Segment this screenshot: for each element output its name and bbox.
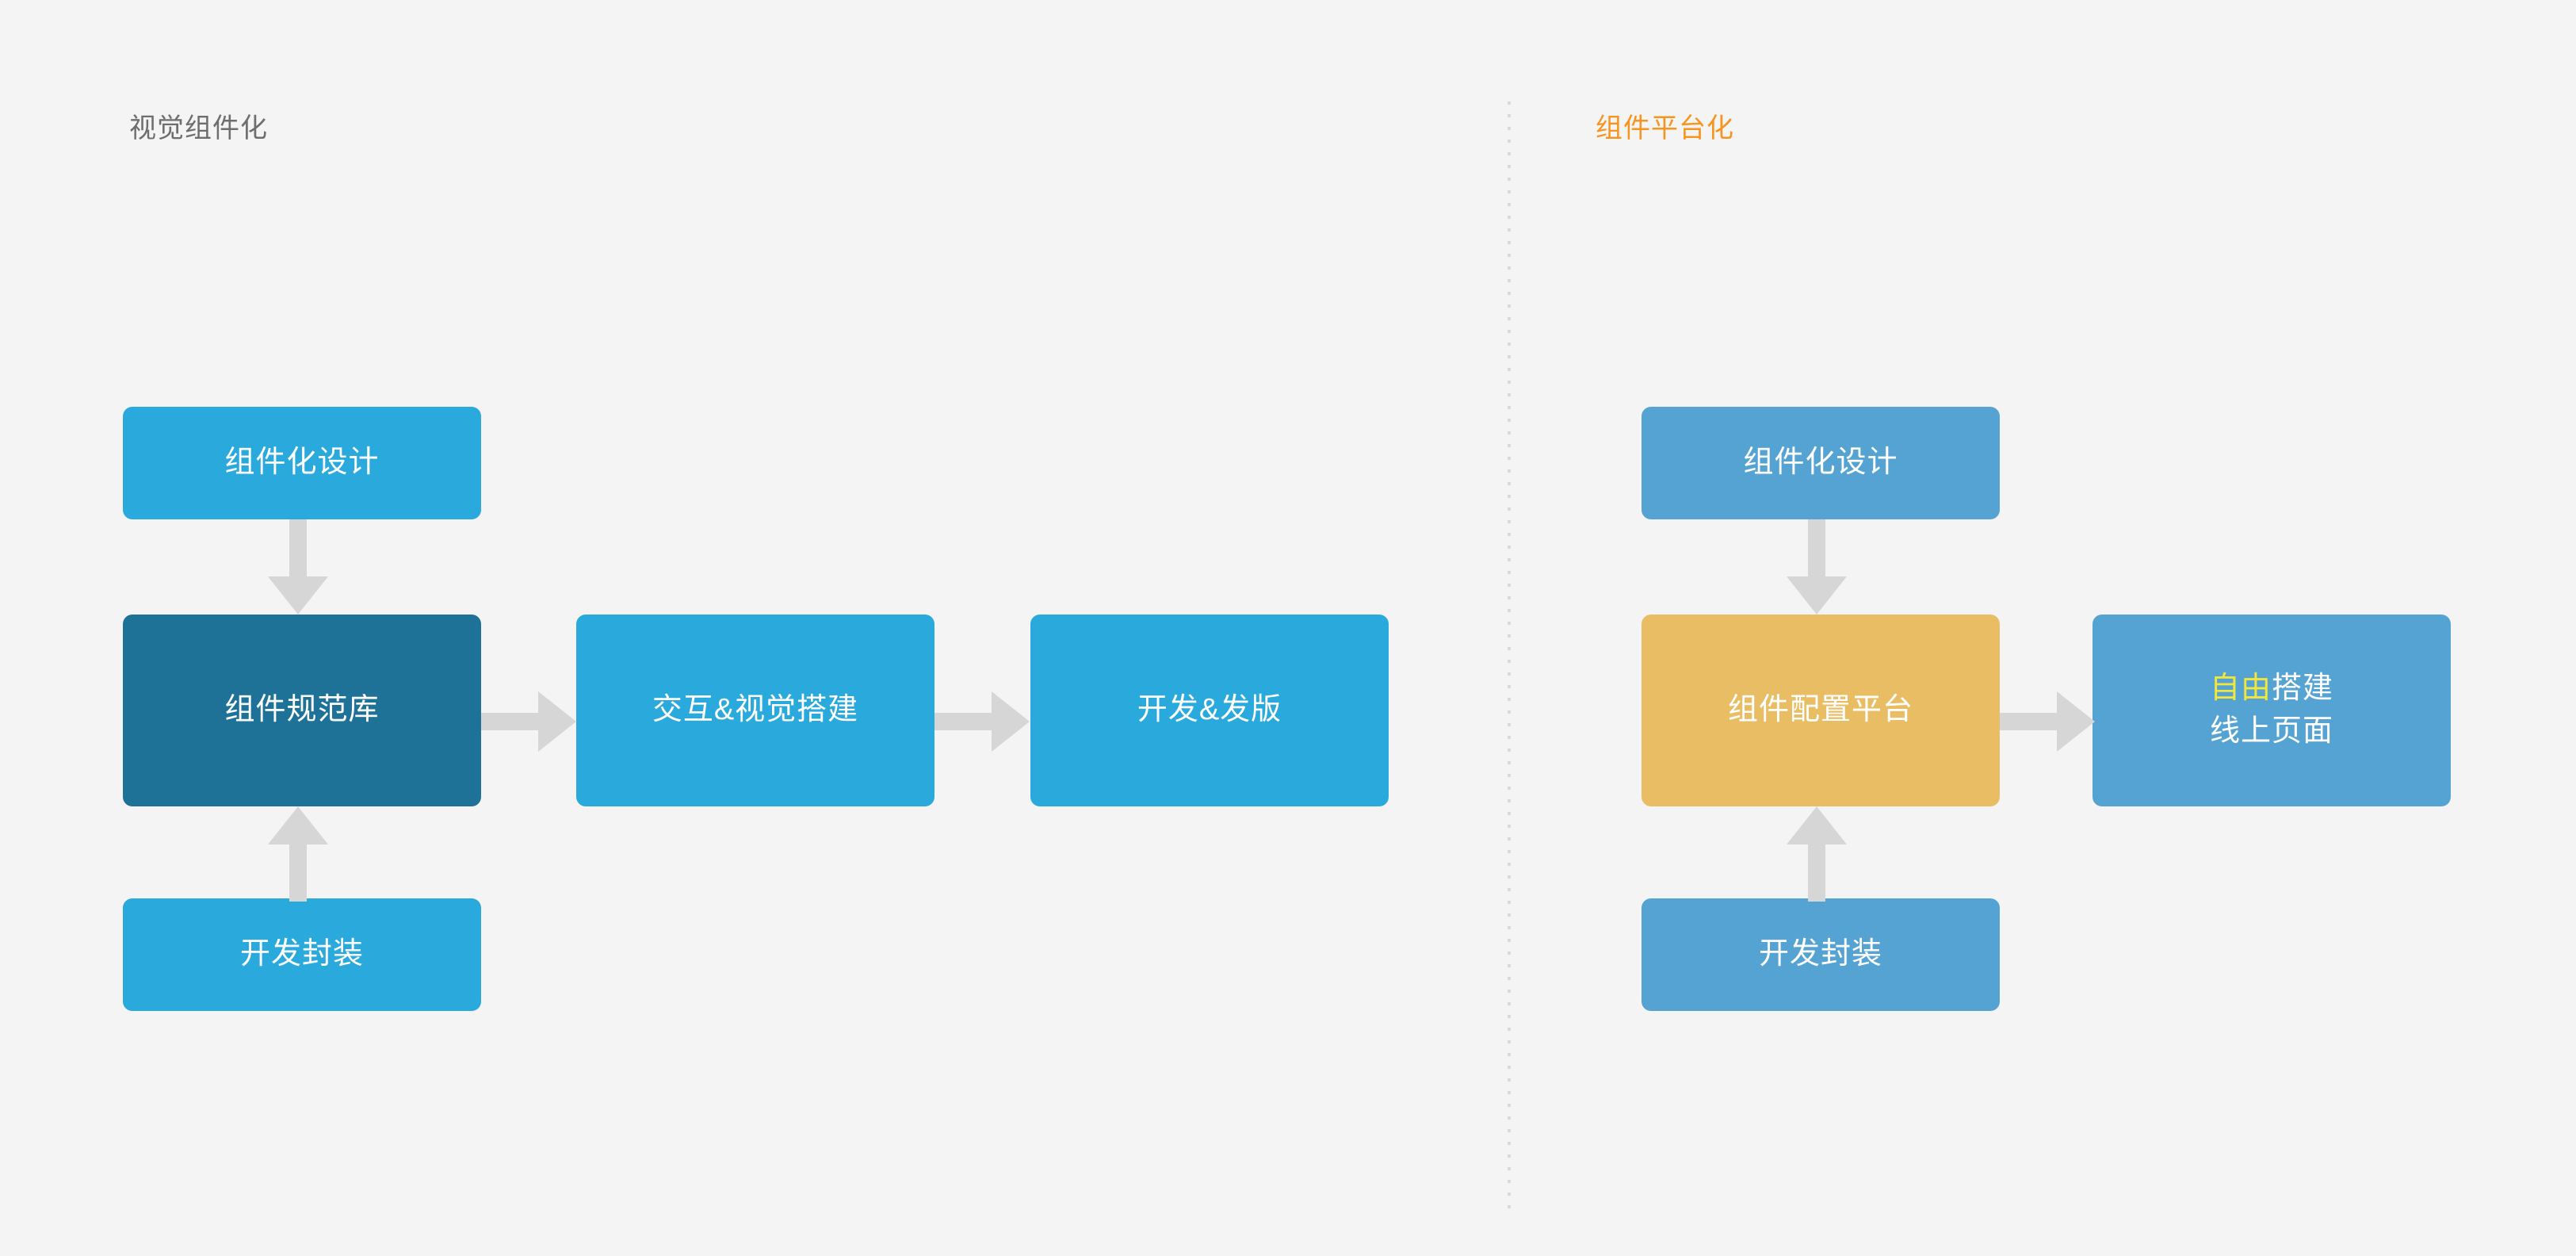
- arrow-right-design-to-platform: [1787, 519, 1847, 615]
- node-left-development-release[interactable]: 开发&发版: [1030, 615, 1389, 806]
- node-left-component-design[interactable]: 组件化设计: [123, 407, 481, 519]
- arrow-left-packaging-to-library: [268, 806, 328, 902]
- node-right-component-config-platform[interactable]: 组件配置平台: [1642, 615, 2000, 806]
- arrow-left-library-to-build: [481, 691, 576, 752]
- node-right-free-build-online-page[interactable]: 自由搭建 线上页面: [2093, 615, 2451, 806]
- node-right-free-build-highlight: 自由: [2209, 672, 2272, 706]
- node-right-free-build-rest: 搭建 线上页面: [2209, 672, 2334, 748]
- node-right-development-packaging[interactable]: 开发封装: [1642, 898, 2000, 1011]
- node-left-component-spec-library[interactable]: 组件规范库: [123, 615, 481, 806]
- arrow-right-packaging-to-platform: [1787, 806, 1847, 902]
- node-right-component-design[interactable]: 组件化设计: [1642, 407, 2000, 519]
- node-left-development-packaging[interactable]: 开发封装: [123, 898, 481, 1011]
- panel-title-component-platformization: 组件平台化: [1596, 113, 1734, 144]
- node-left-interaction-visual-build[interactable]: 交互&视觉搭建: [576, 615, 934, 806]
- arrow-right-platform-to-page: [2000, 691, 2095, 752]
- panel-divider: [1508, 101, 1511, 1212]
- arrow-left-build-to-release: [934, 691, 1030, 752]
- arrow-left-design-to-library: [268, 519, 328, 615]
- panel-title-visual-componentization: 视觉组件化: [129, 113, 268, 144]
